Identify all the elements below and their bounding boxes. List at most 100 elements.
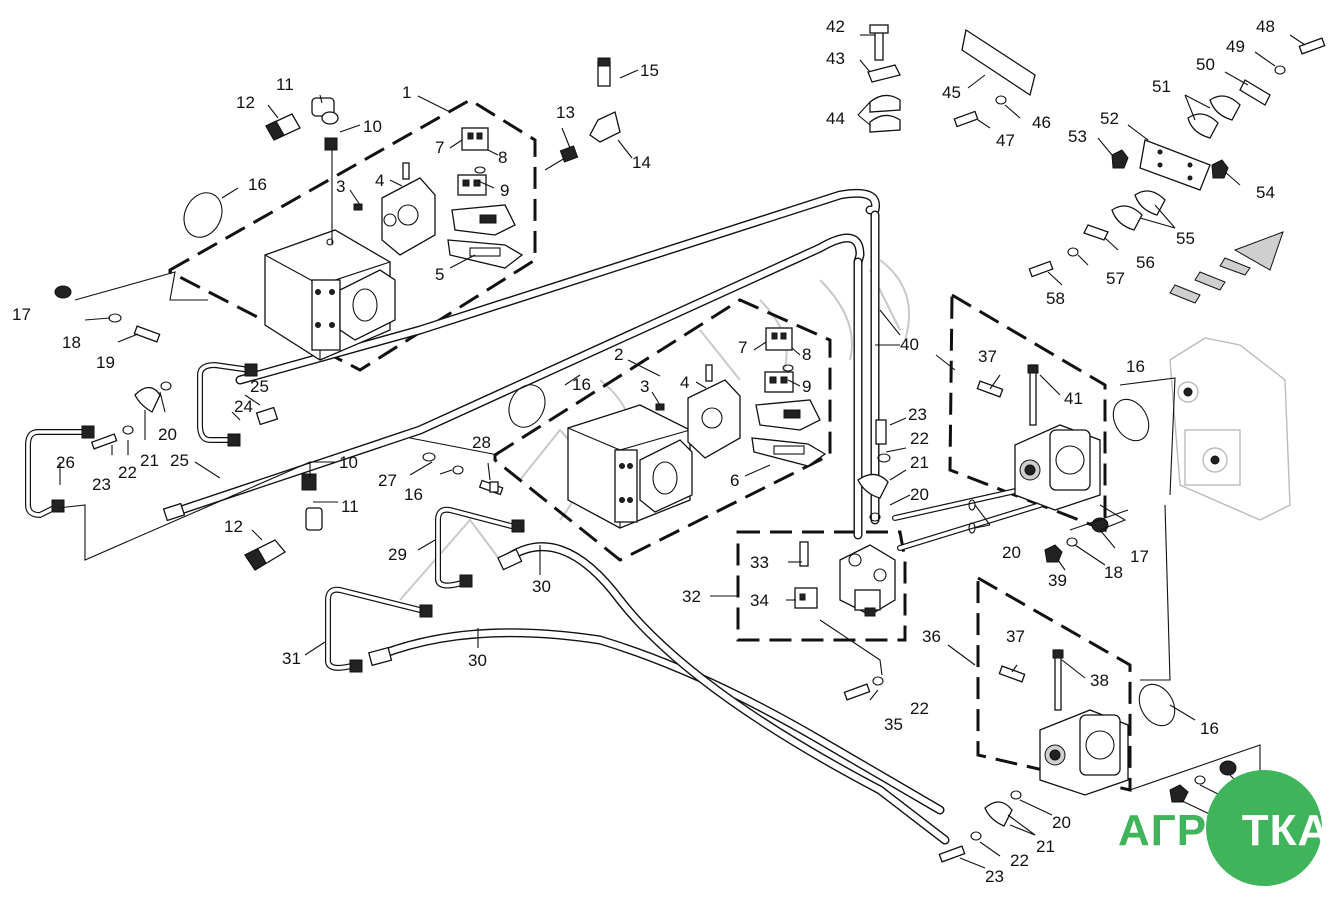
callout-7: 7 — [738, 338, 747, 357]
group-box-2 — [493, 298, 832, 562]
logo: АГРОТКА — [1118, 806, 1330, 856]
pipes — [25, 362, 1043, 671]
callout-17: 17 — [12, 305, 31, 324]
callout-25: 25 — [170, 451, 189, 470]
callout-3: 3 — [640, 377, 649, 396]
callout-39: 39 — [1048, 571, 1067, 590]
callout-23: 23 — [985, 867, 1004, 886]
callout-53: 53 — [1068, 127, 1087, 146]
callout-16: 16 — [1200, 719, 1219, 738]
callout-34: 34 — [750, 591, 769, 610]
callout-25: 25 — [250, 377, 269, 396]
callout-20: 20 — [1052, 813, 1071, 832]
callout-37: 37 — [1006, 627, 1025, 646]
callout-20: 20 — [158, 425, 177, 444]
callout-36: 36 — [922, 627, 941, 646]
pump-36 — [998, 649, 1129, 796]
callout-1: 1 — [402, 83, 411, 102]
callout-21: 21 — [140, 451, 159, 470]
callout-58: 58 — [1046, 289, 1065, 308]
callout-11: 11 — [341, 497, 359, 516]
solenoid-valve-1 — [353, 127, 524, 269]
callout-5: 5 — [435, 265, 444, 284]
fittings-top — [244, 57, 621, 571]
callout-3: 3 — [336, 177, 345, 196]
callout-40: 40 — [900, 335, 919, 354]
callout-42: 42 — [826, 17, 845, 36]
callout-20: 20 — [1002, 543, 1021, 562]
callout-49: 49 — [1226, 37, 1245, 56]
solenoid-valve-2 — [655, 327, 827, 467]
callout-16: 16 — [572, 375, 591, 394]
callout-18: 18 — [62, 333, 81, 352]
callout-12: 12 — [224, 517, 243, 536]
callout-28: 28 — [472, 433, 491, 452]
callout-33: 33 — [750, 553, 769, 572]
valve-32 — [839, 544, 896, 617]
callout-19: 19 — [96, 353, 115, 372]
callout-56: 56 — [1136, 253, 1155, 272]
logo-text-a: АГРО — [1118, 806, 1242, 855]
callout-23: 23 — [908, 405, 927, 424]
callout-4: 4 — [680, 373, 689, 392]
callout-6: 6 — [730, 471, 739, 490]
group-box-1 — [168, 98, 537, 372]
callout-48: 48 — [1256, 17, 1275, 36]
callout-20: 20 — [910, 485, 929, 504]
callout-22: 22 — [910, 699, 929, 718]
callout-44: 44 — [826, 109, 845, 128]
callout-30: 30 — [468, 651, 487, 670]
callout-16: 16 — [404, 485, 423, 504]
callout-54: 54 — [1256, 183, 1275, 202]
hose-fittings — [51, 363, 525, 673]
callout-labels: 1 2 3 3 4 4 5 6 7 7 8 8 9 9 10 10 11 11 … — [12, 17, 1285, 886]
callout-9: 9 — [802, 377, 811, 396]
callout-57: 57 — [1106, 269, 1125, 288]
valve-block-1 — [264, 229, 396, 361]
callout-32: 32 — [682, 587, 701, 606]
callout-21: 21 — [1036, 837, 1055, 856]
callout-11: 11 — [276, 75, 294, 94]
callout-21: 21 — [910, 453, 929, 472]
callout-37: 37 — [978, 347, 997, 366]
callout-43: 43 — [826, 49, 845, 68]
callout-45: 45 — [942, 83, 961, 102]
callout-22: 22 — [118, 463, 137, 482]
small-hardware — [54, 192, 1237, 863]
callout-10: 10 — [339, 453, 358, 472]
leader-lines — [57, 34, 1306, 869]
callout-46: 46 — [1032, 113, 1051, 132]
gearbox-housing — [1169, 337, 1291, 521]
callout-15: 15 — [640, 61, 659, 80]
callout-35: 35 — [884, 715, 903, 734]
logo-text-b: ТКА — [1241, 806, 1331, 855]
callout-27: 27 — [378, 471, 397, 490]
callout-55: 55 — [1176, 229, 1195, 248]
callout-31: 31 — [282, 649, 301, 668]
callout-18: 18 — [1104, 563, 1123, 582]
callout-23: 23 — [92, 475, 111, 494]
callout-16: 16 — [248, 175, 267, 194]
pump-40 — [976, 364, 1101, 511]
valve-block-2 — [567, 404, 693, 529]
callout-51: 51 — [1152, 77, 1171, 96]
callout-13: 13 — [556, 103, 575, 122]
callout-47: 47 — [996, 131, 1015, 150]
callout-22: 22 — [910, 429, 929, 448]
callout-8: 8 — [802, 345, 811, 364]
callout-9: 9 — [500, 181, 509, 200]
callout-4: 4 — [375, 171, 384, 190]
brackets-top-right — [867, 24, 1326, 278]
hoses — [170, 188, 950, 845]
group-box-32 — [736, 530, 907, 642]
logo-circle — [1206, 770, 1322, 886]
direction-arrow-icon — [1169, 231, 1284, 304]
callout-41: 41 — [1064, 389, 1083, 408]
callout-16: 16 — [1126, 357, 1145, 376]
callout-14: 14 — [632, 153, 651, 172]
callout-10: 10 — [363, 117, 382, 136]
callout-38: 38 — [1090, 671, 1109, 690]
callout-17: 17 — [1130, 547, 1149, 566]
callout-50: 50 — [1196, 55, 1215, 74]
